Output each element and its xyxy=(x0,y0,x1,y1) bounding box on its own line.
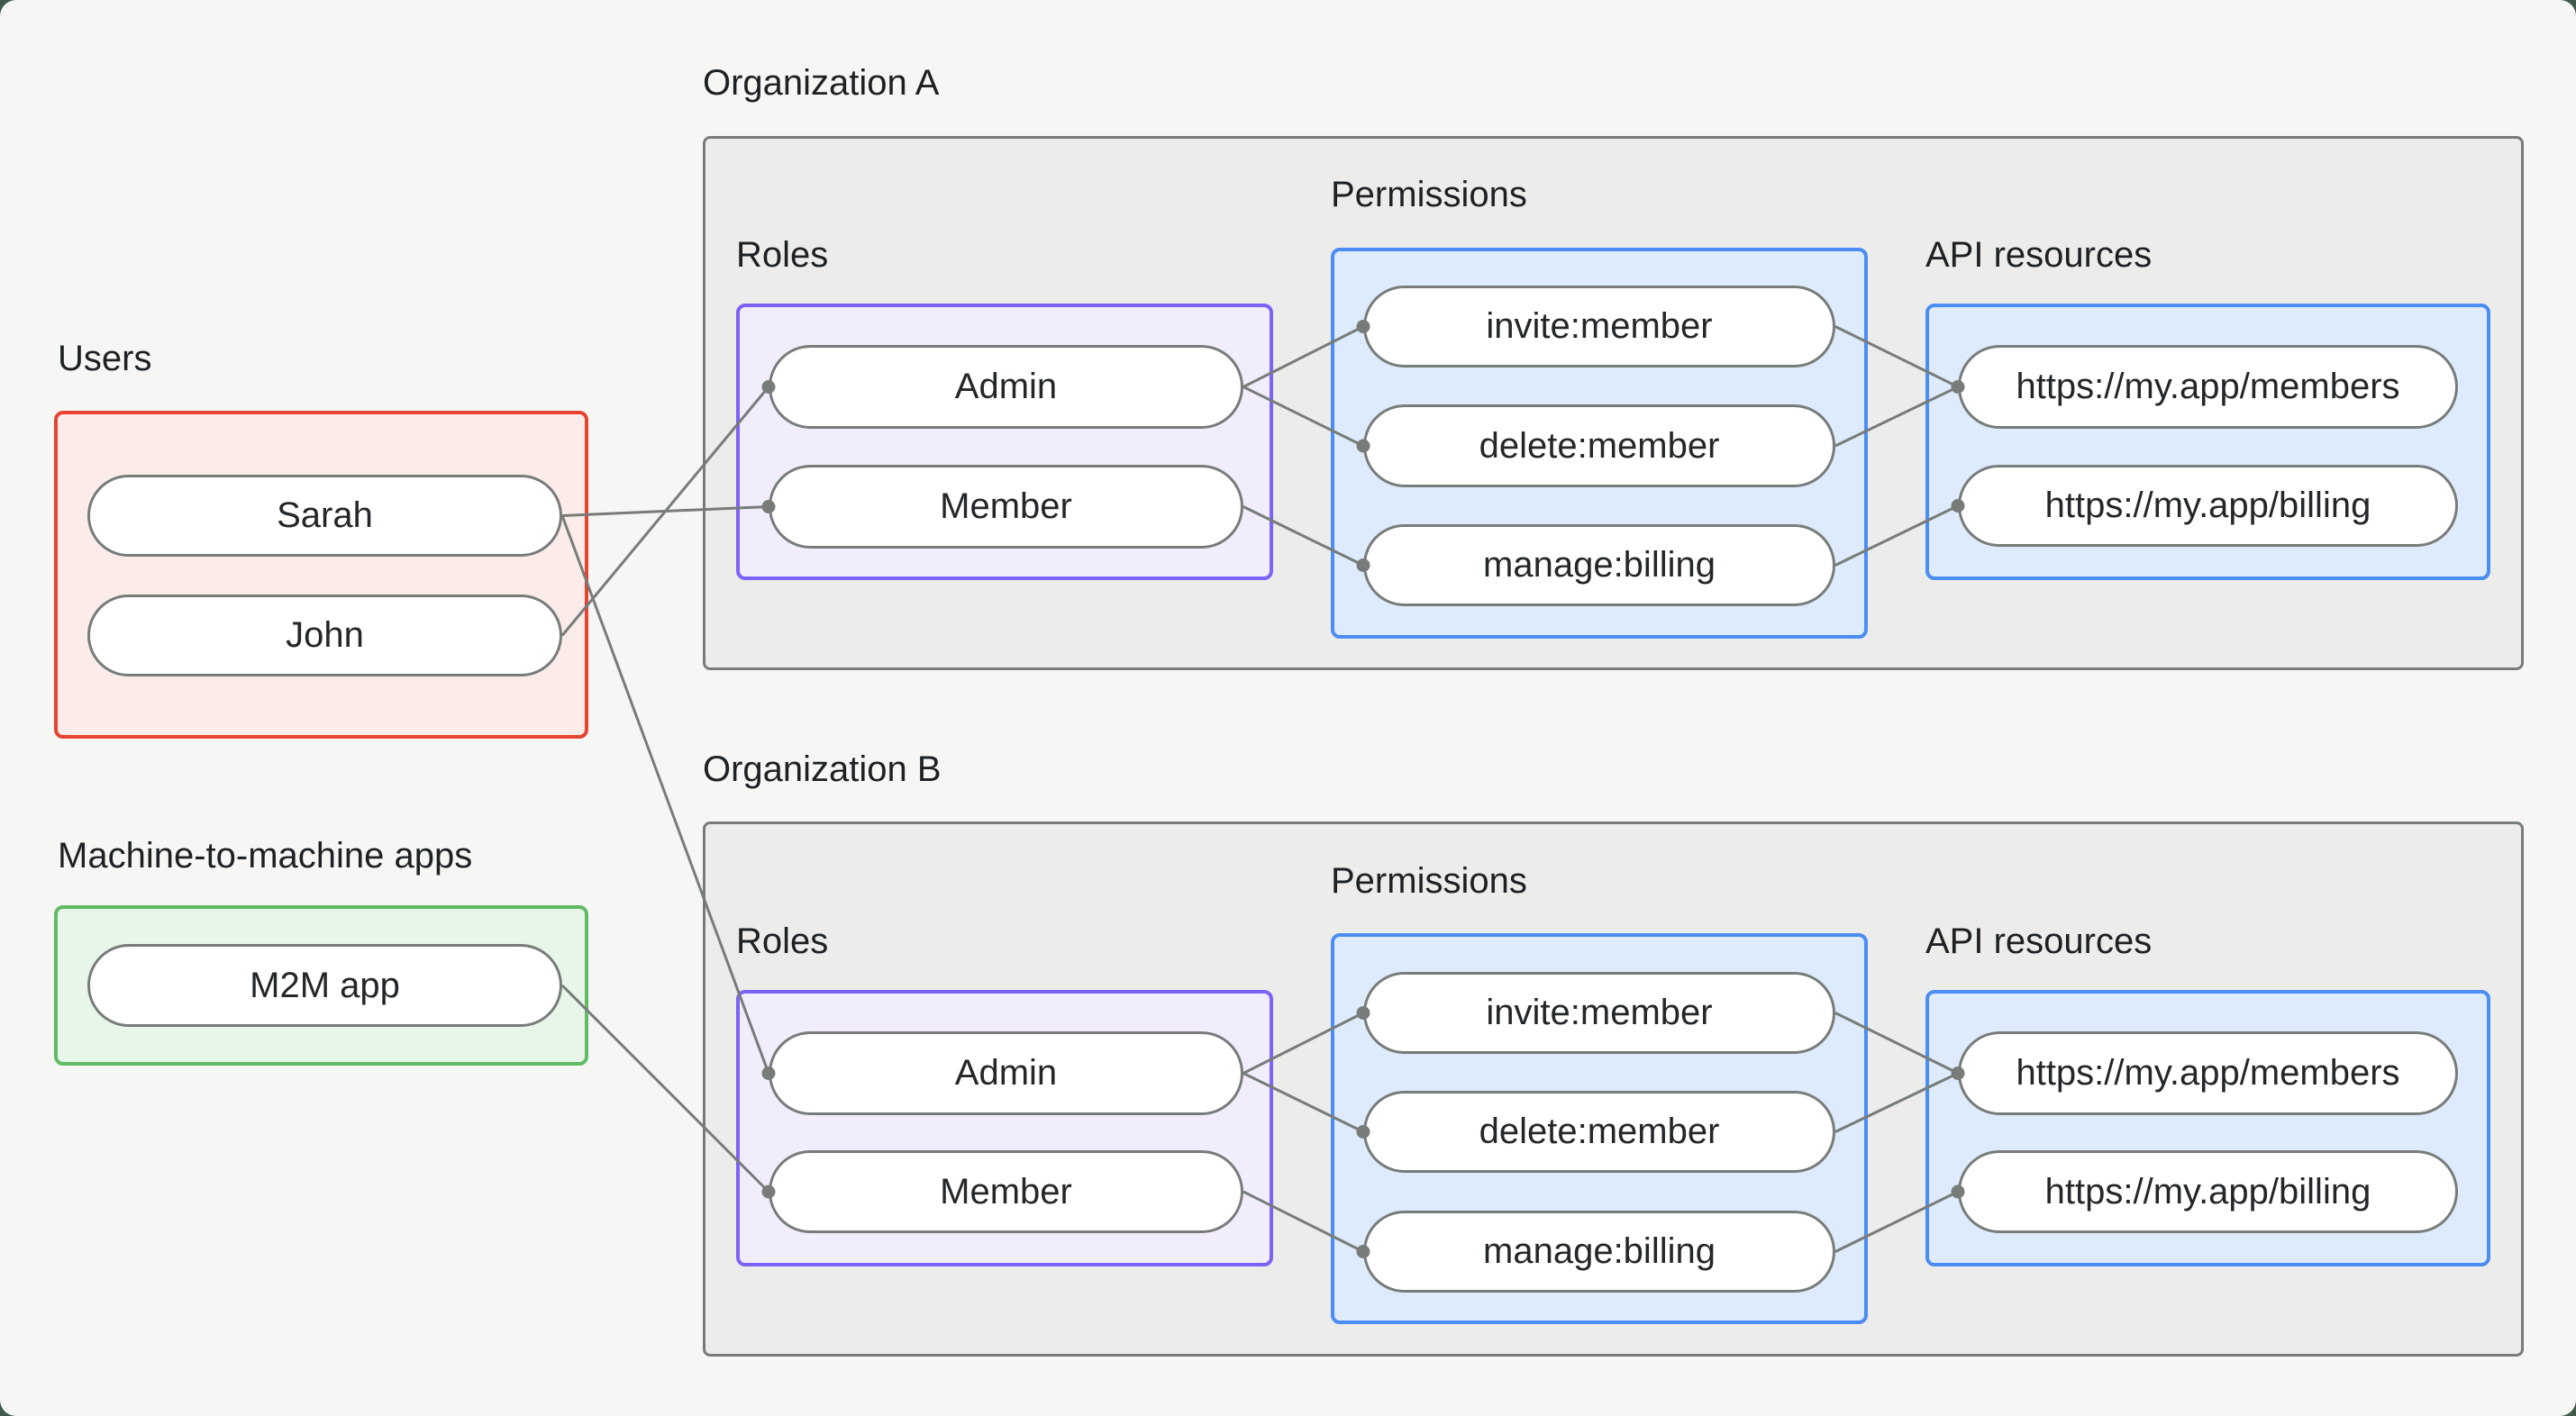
users-box xyxy=(54,411,588,739)
node-org-b-api-members: https://my.app/members xyxy=(1958,1031,2458,1115)
node-org-a-invite-member: invite:member xyxy=(1363,286,1835,368)
users-section-label: Users xyxy=(58,339,152,378)
node-org-a-admin: Admin xyxy=(769,345,1243,429)
org-a-label: Organization A xyxy=(703,63,940,103)
node-m2m-app: M2M app xyxy=(87,944,562,1027)
org-a-roles-label: Roles xyxy=(736,235,829,275)
node-org-b-member: Member xyxy=(769,1150,1243,1233)
node-org-b-invite-member: invite:member xyxy=(1363,972,1835,1054)
node-org-b-api-billing: https://my.app/billing xyxy=(1958,1150,2458,1233)
org-a-permissions-label: Permissions xyxy=(1331,175,1527,214)
node-user-sarah: Sarah xyxy=(87,475,562,557)
org-b-permissions-label: Permissions xyxy=(1331,861,1527,901)
org-b-api-resources-label: API resources xyxy=(1925,921,2153,961)
org-a-api-resources-label: API resources xyxy=(1925,235,2153,275)
m2m-section-label: Machine-to-machine apps xyxy=(58,836,473,876)
node-org-b-admin: Admin xyxy=(769,1031,1243,1115)
org-b-label: Organization B xyxy=(703,749,942,789)
node-org-b-delete-member: delete:member xyxy=(1363,1091,1835,1173)
node-org-a-member: Member xyxy=(769,465,1243,549)
node-user-john: John xyxy=(87,595,562,676)
node-org-a-api-billing: https://my.app/billing xyxy=(1958,465,2458,547)
node-org-a-api-members: https://my.app/members xyxy=(1958,345,2458,429)
node-org-b-manage-billing: manage:billing xyxy=(1363,1211,1835,1293)
org-b-roles-label: Roles xyxy=(736,921,829,961)
node-org-a-delete-member: delete:member xyxy=(1363,404,1835,487)
node-org-a-manage-billing: manage:billing xyxy=(1363,524,1835,606)
